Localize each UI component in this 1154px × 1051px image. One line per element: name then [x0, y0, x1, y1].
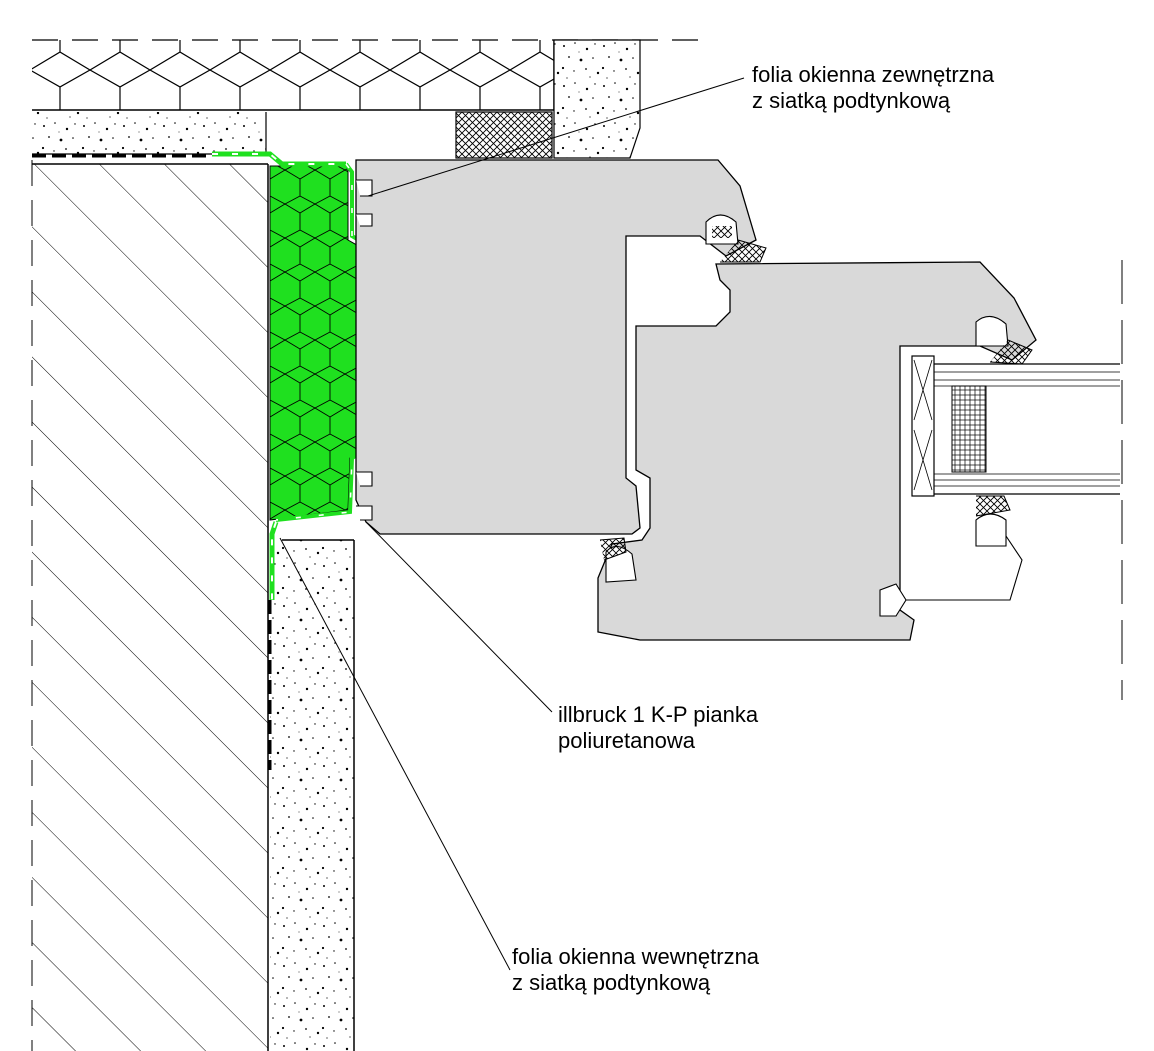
outer-foil-label-line1: folia okienna zewnętrzna: [752, 62, 995, 87]
foam-label: illbruck 1 K-P pianka poliuretanowa: [558, 702, 758, 754]
foam-label-line2: poliuretanowa: [558, 728, 695, 753]
window-frame-profile: [355, 159, 757, 535]
outer-foil-label-line2: z siatką podtynkową: [752, 88, 951, 113]
interior-plaster-column: [270, 539, 355, 1051]
top-plaster-layer: [32, 112, 267, 155]
insulated-glazing-unit: [911, 260, 1123, 700]
inner-foil-label-line2: z siatką podtynkową: [512, 970, 711, 995]
masonry-wall: [31, 160, 269, 1051]
exterior-render-column: [553, 39, 641, 159]
inner-window-foil: [268, 521, 279, 770]
leader-lines: [279, 77, 745, 971]
sealing-tape-block: [455, 111, 553, 159]
top-insulation-layer: [32, 39, 700, 111]
gaskets: [599, 214, 1033, 583]
inner-foil-label-line1: folia okienna wewnętrzna: [512, 944, 760, 969]
foam-label-line1: illbruck 1 K-P pianka: [558, 702, 759, 727]
outer-foil-label: folia okienna zewnętrzna z siatką podtyn…: [752, 62, 994, 114]
inner-foil-label: folia okienna wewnętrzna z siatką podtyn…: [512, 944, 759, 996]
